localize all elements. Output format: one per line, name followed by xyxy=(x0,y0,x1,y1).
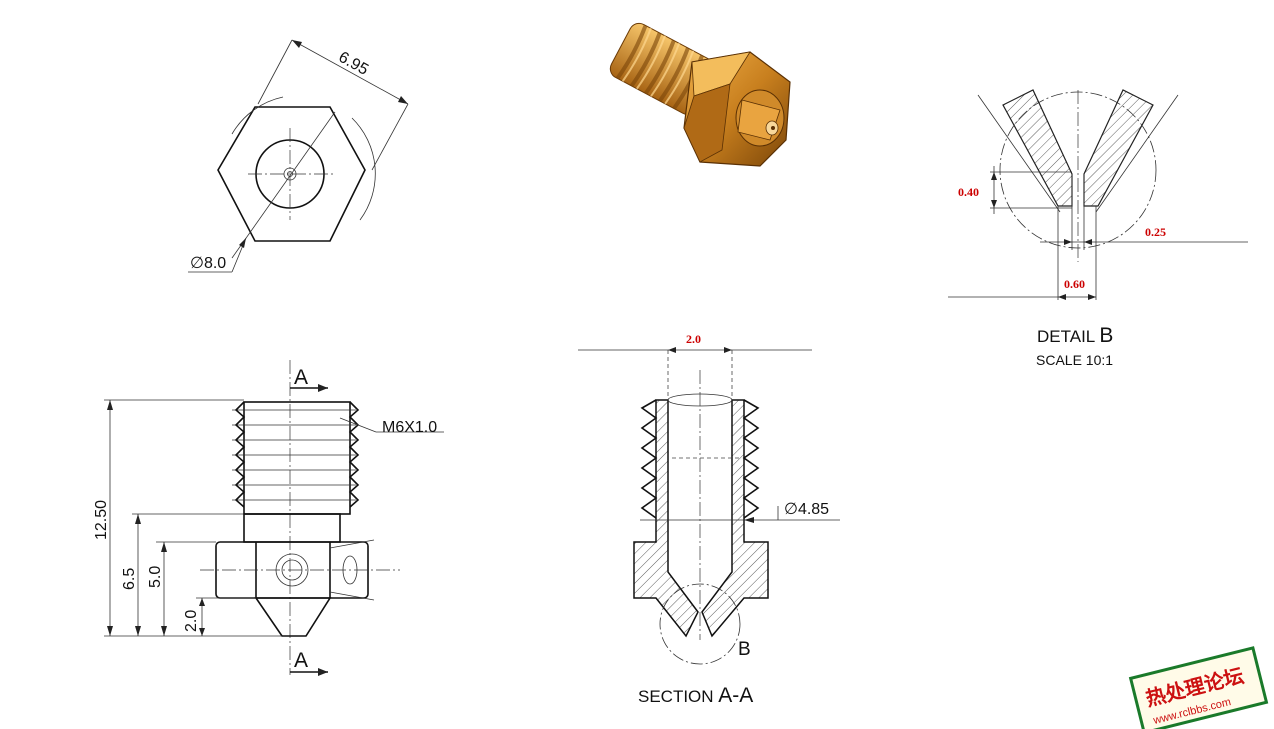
dim-bore: 2.0 xyxy=(686,332,701,346)
dim-hex-height: 5.0 xyxy=(147,566,164,588)
detail-b-view: 0.40 0.25 0.60 DETAIL B SCALE 10:1 xyxy=(948,89,1248,368)
dim-orifice-diameter: 0.25 xyxy=(1145,225,1166,239)
nozzle-3d-render xyxy=(609,22,791,167)
dim-thread-minor: ∅4.85 xyxy=(784,501,829,518)
thread-body xyxy=(232,401,360,515)
dim-line-across-flats xyxy=(291,39,409,105)
section-wall-right xyxy=(701,399,769,638)
section-aa-view: 2.0 ∅4.85 B SECTION A-A xyxy=(578,332,840,707)
dim-across-flats: 6.95 xyxy=(336,49,372,79)
detail-wall-right xyxy=(1083,89,1154,207)
detail-b-callout xyxy=(659,583,741,665)
watermark-stamp: 热处理论坛 www.rclbbs.com xyxy=(1128,646,1269,729)
dim-diameter: ∅8.0 xyxy=(190,255,226,272)
dim-hex-to-tip: 6.5 xyxy=(121,568,138,590)
section-marker-top: A xyxy=(294,366,308,389)
dim-overall-length: 12.50 xyxy=(93,500,110,540)
section-wall-left xyxy=(633,399,699,638)
thread-callout: M6X1.0 xyxy=(382,419,437,436)
neck xyxy=(243,513,341,543)
dim-orifice-length: 0.40 xyxy=(958,185,979,199)
section-marker-bottom: A xyxy=(294,649,308,672)
detail-title: DETAIL B xyxy=(1037,324,1113,347)
detail-scale: SCALE 10:1 xyxy=(1036,352,1113,368)
top-view: 6.95 ∅8.0 xyxy=(188,39,409,273)
nozzle-tip xyxy=(254,597,332,637)
section-title: SECTION A-A xyxy=(638,684,753,707)
detail-wall-left xyxy=(1002,89,1073,207)
dim-tip-flat: 0.60 xyxy=(1064,277,1085,291)
diameter-leader xyxy=(231,111,336,259)
detail-marker: B xyxy=(738,639,751,660)
dim-tip-length: 2.0 xyxy=(183,610,200,632)
hex-outline xyxy=(217,106,366,242)
side-view: A A M6 xyxy=(93,360,444,676)
